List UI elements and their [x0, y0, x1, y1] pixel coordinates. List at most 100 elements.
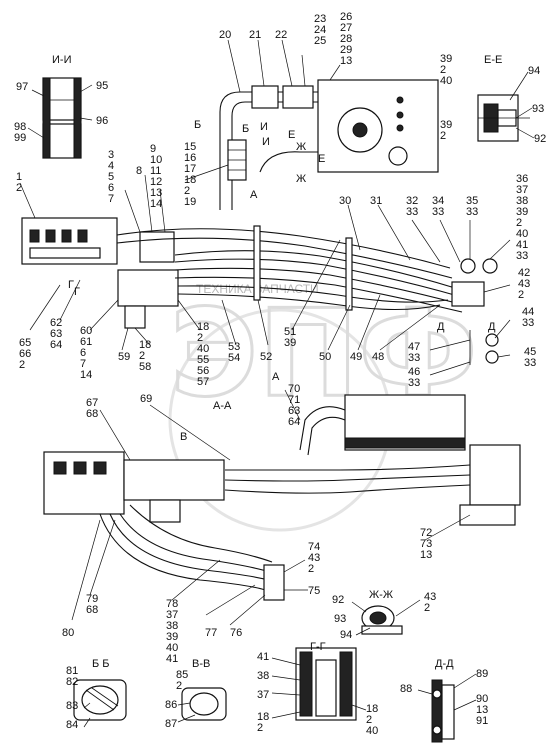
callout-number: 67: [86, 397, 98, 409]
callout-number: 96: [96, 115, 108, 127]
callout-number: 60: [80, 325, 92, 337]
leader-80: [71, 519, 101, 621]
callout-number: 2: [440, 64, 446, 76]
callout-number: 62: [50, 317, 62, 329]
g-g-bore: [315, 659, 337, 717]
callout-69: 69: [140, 393, 152, 405]
callout-1: 12: [16, 171, 22, 194]
callout-number: 18: [197, 321, 209, 333]
callout-number: 13: [340, 55, 352, 67]
leader-18d: [351, 704, 367, 711]
callout-8: 8: [136, 165, 142, 177]
lower-valve-3: [93, 461, 107, 475]
callout-59: 59: [118, 351, 130, 363]
callout-number: 4: [108, 160, 114, 172]
section-title-zh-zh: Ж-Ж: [369, 589, 393, 601]
callout-number: 77: [205, 627, 217, 639]
callout-number: 40: [366, 725, 378, 737]
zh-zh-base: [361, 625, 403, 635]
callout-number: 71: [288, 394, 300, 406]
callout-number: 15: [184, 141, 196, 153]
junction-block: [139, 231, 175, 263]
view-marker-a-1: А: [250, 189, 258, 201]
callout-number: 76: [230, 627, 242, 639]
callout-21: 21: [249, 29, 261, 41]
callout-number: 93: [532, 103, 544, 115]
a-a-tank-base: [344, 437, 466, 449]
callout-75: 75: [308, 585, 320, 597]
callout-97: 97: [16, 81, 28, 93]
leader-30: [347, 204, 361, 251]
callout-number: 2: [139, 350, 145, 362]
leader-lines: [19, 39, 535, 728]
leader-44: [494, 319, 511, 339]
callout-number: 32: [406, 195, 418, 207]
lower-distributor-foot: [149, 499, 181, 523]
hose-bundle-2: [116, 237, 453, 279]
view-marker-e-1: Е: [288, 129, 295, 141]
leader-79: [89, 519, 116, 596]
hose-bundle-6: [174, 276, 463, 313]
callout-number: 33: [406, 206, 418, 218]
callout-number: 49: [350, 351, 362, 363]
control-box-hub: [352, 122, 368, 138]
leader-77: [205, 584, 256, 616]
callout-number: 30: [339, 195, 351, 207]
callout-number: 92: [332, 594, 344, 606]
callout-number: 94: [340, 629, 352, 641]
callout-48: 48: [372, 351, 384, 363]
callout-92: 92: [534, 133, 546, 145]
callout-number: 2: [16, 182, 22, 194]
fitting-block-42: [451, 281, 485, 307]
callout-number: 5: [108, 171, 114, 183]
section-i-i-detail: [42, 77, 82, 159]
view-marker-zh-2: Ж: [296, 173, 306, 185]
hose-bundle-4: [174, 258, 459, 297]
lower-hose-4: [129, 504, 273, 563]
callout-43: 432: [424, 591, 436, 614]
view-markers: Б И Е Ж Ж Г А Б Д Д А В Е И Г: [68, 119, 496, 443]
view-marker-i-2: И: [262, 136, 270, 148]
callout-number: 10: [150, 154, 162, 166]
callout-number: 54: [228, 352, 240, 364]
lower-hose-1: [99, 513, 266, 591]
callout-number: 2: [440, 130, 446, 142]
callout-number: 84: [66, 719, 78, 731]
callout-number: 33: [432, 206, 444, 218]
callout-number: 48: [372, 351, 384, 363]
upper-main-view: [21, 79, 499, 365]
a-a-right-bracket: [469, 444, 521, 506]
pipe-coupling-23: [282, 85, 314, 109]
callout-30: 30: [339, 195, 351, 207]
leader-46: [429, 361, 471, 376]
leader-53: [221, 299, 237, 346]
callout-number: 89: [476, 668, 488, 680]
callout-93: 93: [532, 103, 544, 115]
d-d-bolt-2: [432, 725, 442, 735]
callout-number: 39: [284, 337, 296, 349]
callout-number: 66: [19, 348, 31, 360]
leader-47: [429, 339, 471, 351]
callout-number: 2: [424, 602, 430, 614]
lower-hose-6: [224, 474, 471, 482]
section-e-e-detail: [477, 94, 530, 142]
callout-38: 38: [257, 670, 269, 682]
control-box-bolt-1: [396, 96, 404, 104]
leader-92b: [351, 601, 367, 613]
callout-number: 68: [86, 604, 98, 616]
callout-83: 83: [66, 700, 78, 712]
section-d-d-detail: [431, 679, 455, 743]
